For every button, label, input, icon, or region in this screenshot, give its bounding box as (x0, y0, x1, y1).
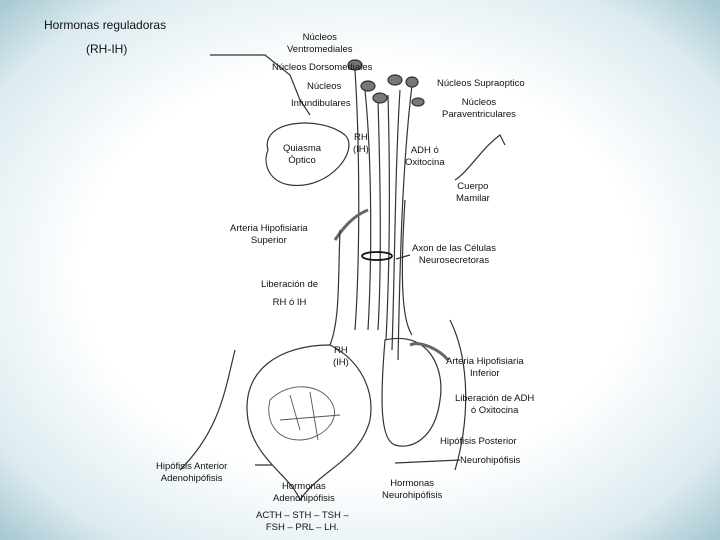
neuron-soma (360, 80, 376, 92)
title: Hormonas reguladoras (44, 18, 167, 32)
tract-2 (364, 89, 372, 331)
label-supraoptico: Núcleos Supraoptico (437, 78, 525, 89)
third-ventricle (179, 349, 236, 471)
label-rh-ih-mid: RH(IH) (333, 345, 349, 368)
subtitle: (RH-IH) (86, 42, 128, 56)
tract-4 (385, 94, 390, 341)
hypothalamus-outline (210, 54, 311, 116)
tract-3 (377, 99, 381, 331)
label-nucleos: Núcleos (307, 81, 342, 92)
neuron-soma (372, 92, 388, 104)
neuron-soma (405, 76, 419, 88)
capillary-net (268, 386, 341, 441)
axon-marker (361, 251, 393, 261)
label-rh-ih-top: RH(IH) (353, 132, 369, 155)
label-infundibulares: Infundibulares (291, 98, 351, 109)
neuron-soma (411, 97, 425, 107)
pointer-line (395, 254, 411, 260)
tract-1 (354, 69, 360, 331)
inferior-artery (409, 342, 450, 362)
mammillary-outline (454, 134, 506, 181)
right-contour (449, 319, 467, 471)
neuron-soma (347, 59, 363, 71)
posterior-lobe (381, 337, 442, 447)
tract-6 (397, 84, 413, 361)
pointer-line (394, 459, 461, 464)
anterior-lobe (246, 344, 372, 502)
label-hormonas-list: ACTH – STH – TSH –FSH – PRL – LH. (256, 510, 349, 533)
optic-chiasm-outline (265, 122, 350, 186)
stalk-right (401, 199, 413, 336)
neuron-soma (387, 74, 403, 86)
stalk-left (329, 229, 341, 346)
label-dorsomediales: Núcleos Dorsomediales (272, 62, 373, 73)
superior-artery (333, 208, 369, 241)
label-neurohipofisis: Neurohipófisis (460, 455, 521, 466)
label-hipofisis-posterior: Hipófisis Posterior (440, 436, 517, 447)
tract-5 (391, 89, 401, 351)
